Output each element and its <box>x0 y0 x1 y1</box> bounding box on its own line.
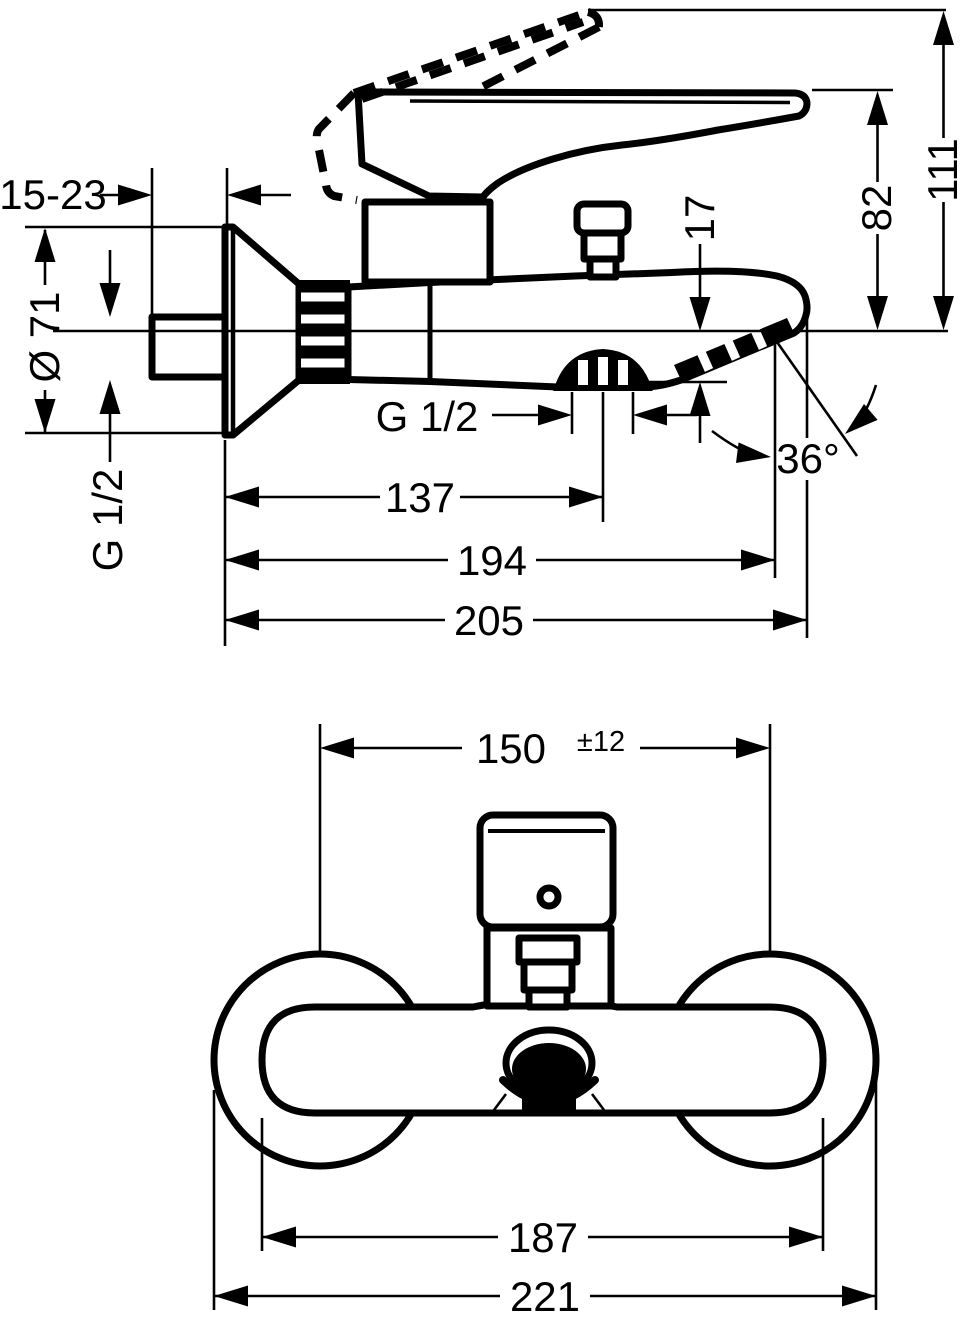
front-view: 150 ±12 187 221 <box>210 724 880 1319</box>
dim-wall-thread-label: G 1/2 <box>84 469 131 572</box>
dim-221-label: 221 <box>510 1273 580 1319</box>
dim-137-label: 137 <box>385 474 455 521</box>
dim-wall-thread: G 1/2 <box>84 250 131 571</box>
dim-escutcheon-diameter-label: Ø 71 <box>21 291 68 382</box>
dim-total-width-221: 221 <box>212 1078 878 1319</box>
dim-187-label: 187 <box>508 1214 578 1261</box>
cartridge-housing <box>361 198 494 286</box>
aerator-band-slots <box>696 328 768 372</box>
dim-body-width-187: 187 <box>260 1118 825 1261</box>
union-nut-stripes <box>301 292 346 368</box>
dimensions-side-view: 15-23 Ø 71 G 1/2 <box>0 8 966 646</box>
dim-spout-drop-label: 17 <box>676 195 723 242</box>
handle-raised-dashed <box>312 8 604 204</box>
handle-closed <box>354 88 811 201</box>
dim-spout-outlet-drop: 17 <box>633 195 727 443</box>
dim-handle-open-label: 111 <box>919 138 966 202</box>
wall-thread-stub <box>148 313 229 381</box>
aerator-opening <box>512 1043 586 1095</box>
dim-angle-label: 36° <box>776 435 840 482</box>
spout-retainer-base <box>522 1099 576 1112</box>
handle-grip-hole <box>536 884 562 910</box>
dim-wall-distance-label: 15-23 <box>0 171 107 218</box>
dim-150-label: 150 <box>476 725 546 772</box>
handle-outline <box>354 88 811 201</box>
collar-step-3 <box>525 986 571 1011</box>
spout-outlet-from-below <box>492 1026 606 1112</box>
dimensions-front-view: 150 ±12 187 221 <box>212 724 878 1319</box>
dim-handle-closed-label: 82 <box>853 185 900 232</box>
dim-205-label: 205 <box>454 597 524 644</box>
collar-step-2 <box>520 958 576 994</box>
dim-outlet-thread: G 1/2 <box>376 392 697 522</box>
dim-outlet-thread-label: G 1/2 <box>376 393 479 440</box>
dim-wall-distance: 15-23 <box>0 168 291 316</box>
dim-handle-height-closed: 82 <box>853 91 900 330</box>
dim-spout-angle: 36° <box>711 331 878 482</box>
handle-front <box>476 811 617 1011</box>
dim-connection-distance: 150 ±12 <box>318 724 772 952</box>
side-view: 15-23 Ø 71 G 1/2 <box>0 8 966 646</box>
shower-outlet-slots <box>578 357 628 385</box>
collar-step-1 <box>515 934 581 966</box>
handle-top-inner-line <box>409 99 791 105</box>
dim-escutcheon-diameter: Ø 71 <box>21 225 222 435</box>
dim-spout-reach-194: 194 <box>225 334 777 584</box>
dim-total-depth-205: 205 <box>225 318 809 644</box>
dim-handle-height-open: 111 <box>919 11 966 330</box>
dim-150-tolerance-label: ±12 <box>577 726 625 758</box>
dim-194-label: 194 <box>457 537 527 584</box>
diverter-connection <box>573 200 632 281</box>
dim-outlet-depth-137: 137 <box>223 440 603 646</box>
handle-grip <box>476 811 617 931</box>
